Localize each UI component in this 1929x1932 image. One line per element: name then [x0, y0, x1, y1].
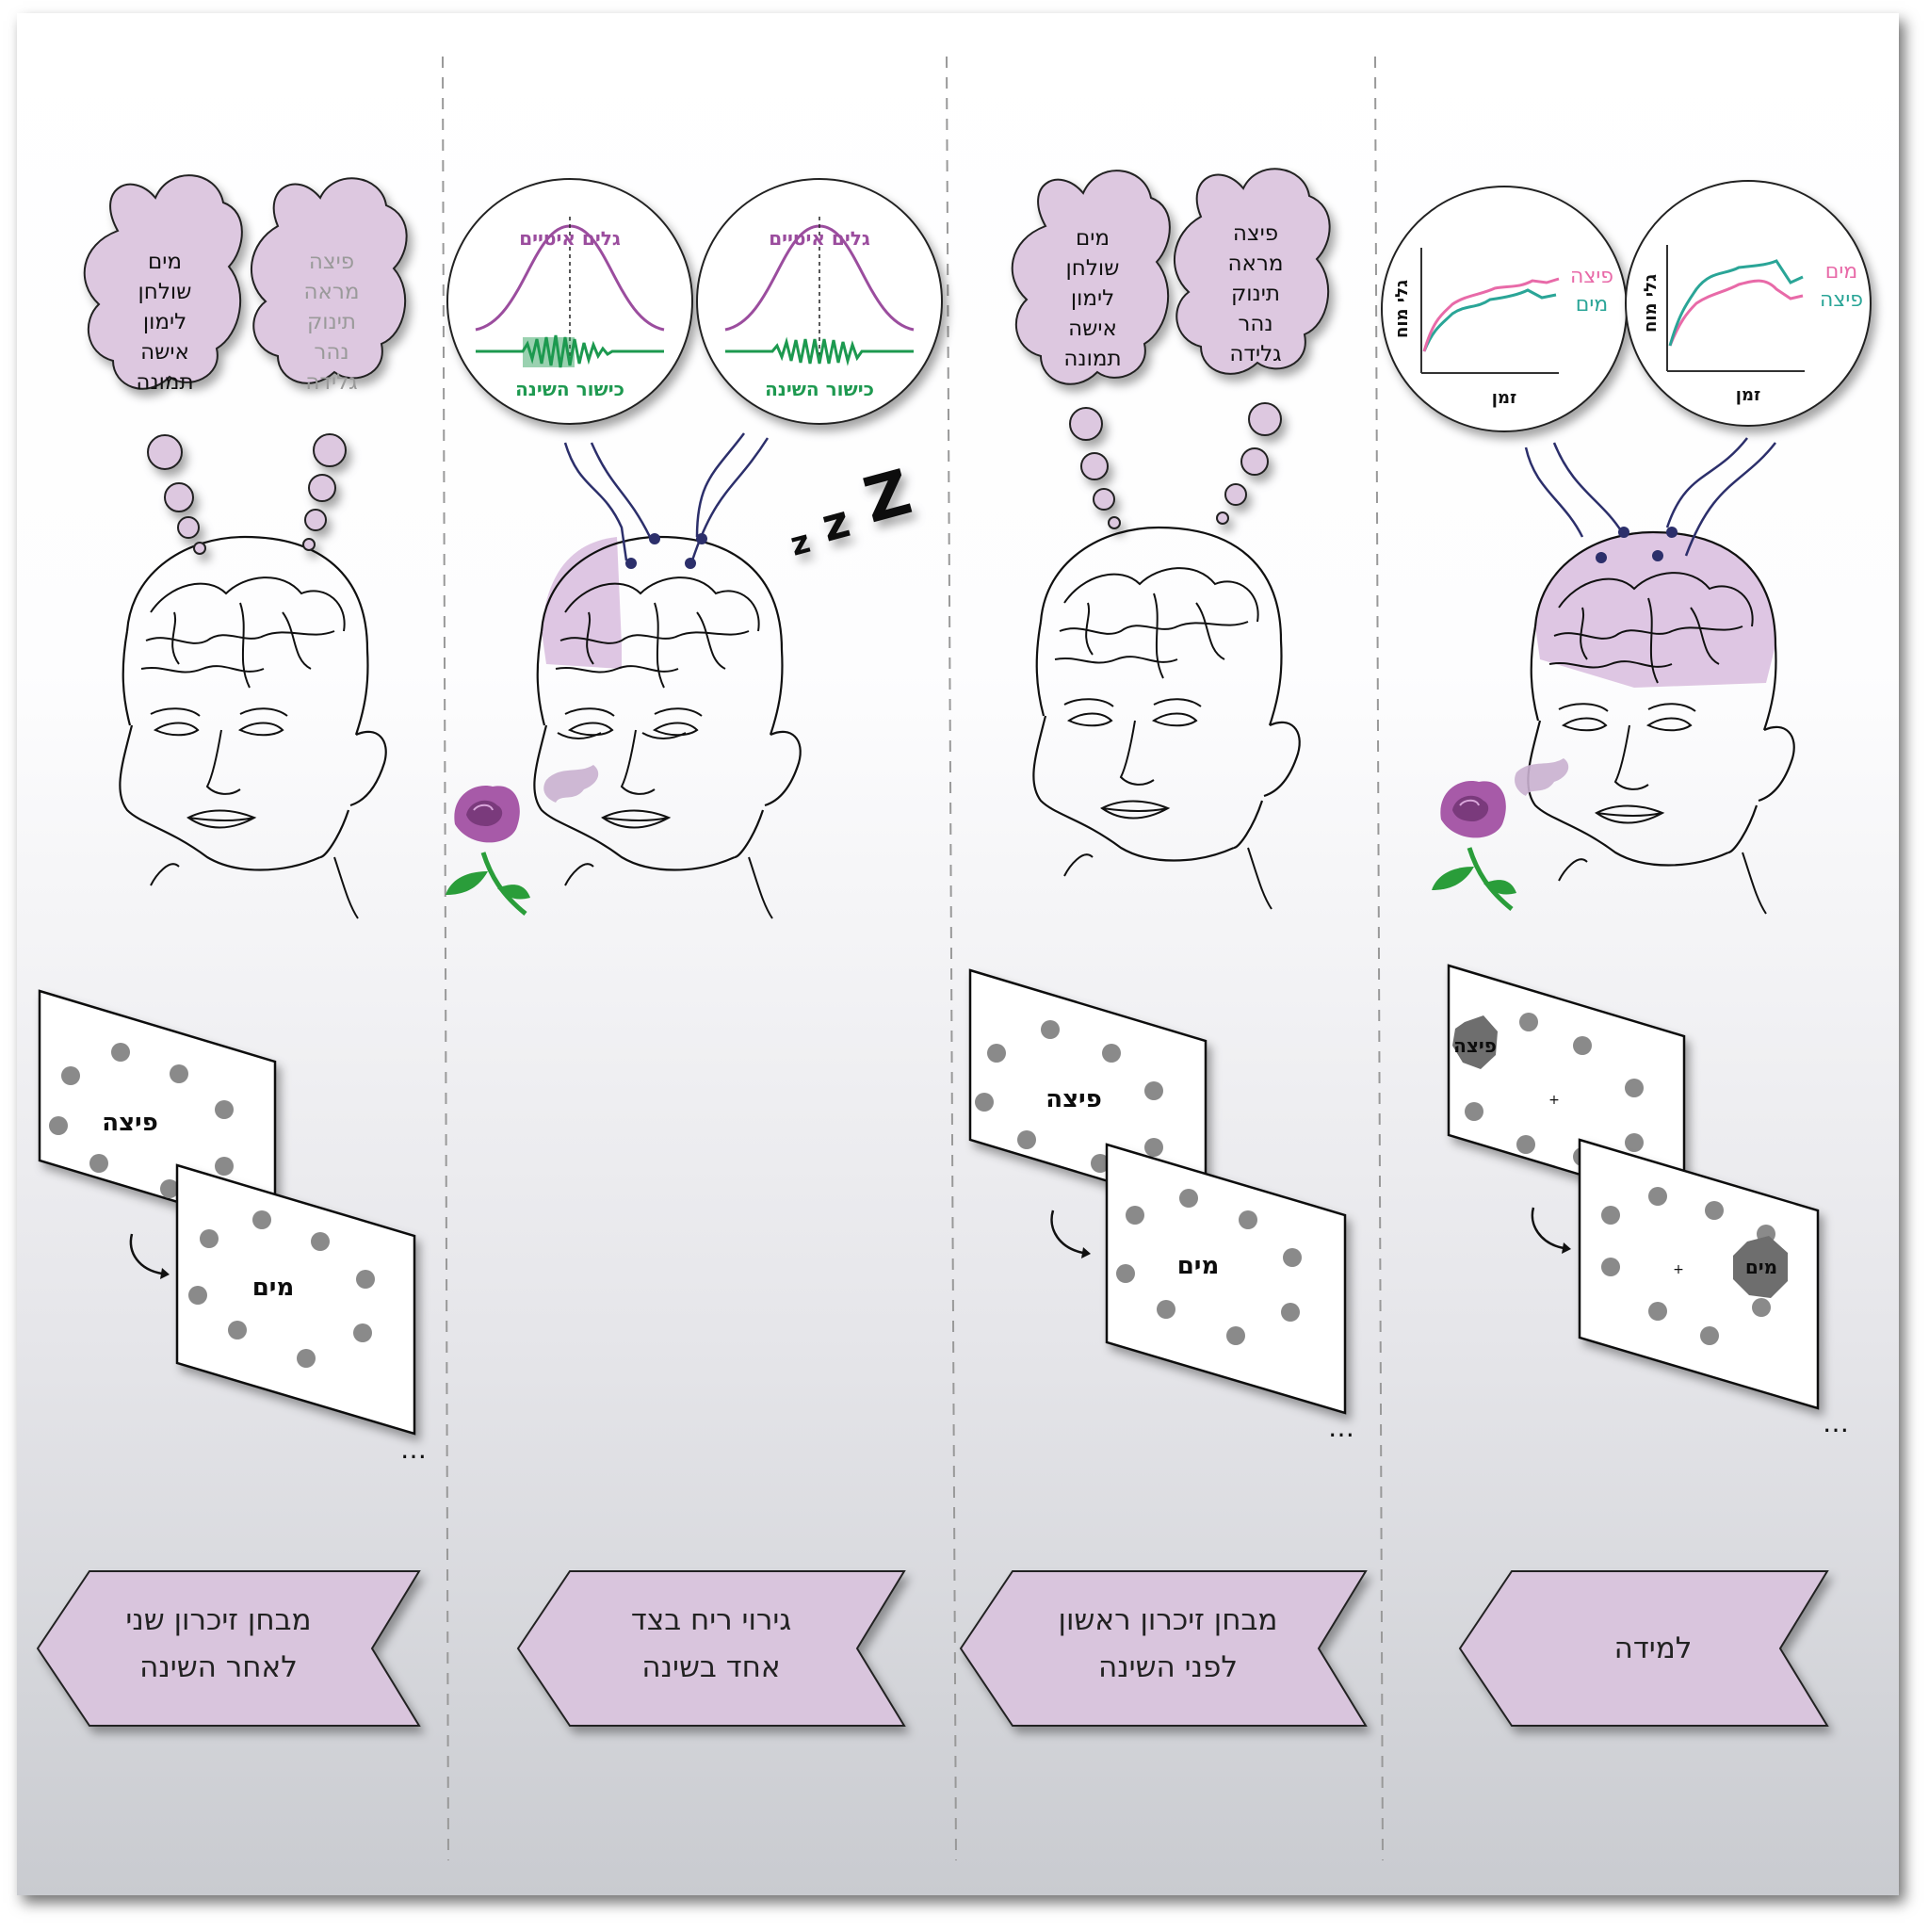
screen-test1-2: מים	[1105, 1143, 1347, 1415]
sleep-circle-right	[696, 178, 943, 425]
screen-test2-2: מים	[175, 1163, 416, 1436]
cloud-word: מראה	[1227, 252, 1283, 276]
sleep-circle-left	[446, 178, 693, 425]
odor-puff-icon	[543, 765, 599, 803]
graph-left-legend-1: פיצה	[1570, 265, 1613, 288]
cloud-word: מים	[148, 250, 182, 274]
screen-learning-2-word: מים	[1745, 1256, 1777, 1278]
screen-learning-2: מים +	[1578, 1138, 1820, 1410]
divider-3	[1374, 56, 1384, 1861]
graph-left-xlabel: זמן	[1492, 388, 1516, 408]
rose-icon	[446, 786, 530, 914]
brain-head-icon	[119, 535, 387, 920]
cloud-word: פיצה	[1233, 221, 1278, 246]
banner-odor-line-2: אחד בשינה	[641, 1650, 780, 1684]
graph-left-ylabel: גלי מוח	[1392, 280, 1412, 338]
banner-test1: מבחן זיכרון ראשון לפני השינה	[959, 1570, 1368, 1727]
screen-test2-2-word: מים	[252, 1274, 295, 1302]
cloud-test2-right-words: פיצה מראה תינוק נהר גלידה	[303, 250, 359, 395]
svg-text:+: +	[1673, 1262, 1684, 1277]
cloud-word: נהר	[314, 340, 349, 365]
sleep-circle-right-title: גלים איטיים	[769, 227, 870, 250]
brain-head-icon	[1032, 526, 1301, 911]
screen-test1-2-word: מים	[1177, 1252, 1220, 1280]
curved-arrow-icon	[1050, 1210, 1084, 1255]
zzz-2: z	[817, 495, 855, 552]
cloud-word: לימון	[143, 310, 186, 334]
curved-arrow-icon	[129, 1233, 163, 1275]
odor-puff-icon	[1515, 758, 1569, 796]
thought-bubbles-left	[1011, 170, 1171, 529]
graph-right-ylabel: גלי מוח	[1641, 274, 1661, 333]
sleep-circle-left-title: גלים איטיים	[519, 227, 621, 250]
cloud-word: פיצה	[309, 250, 354, 274]
screen-test1-1-word: פיצה	[1046, 1085, 1102, 1113]
cloud-word: תינוק	[307, 310, 356, 334]
curved-arrow-icon	[1531, 1207, 1564, 1250]
stage-odor: גלים איטיים כישור השינה גלים איטיים כישו…	[446, 178, 943, 920]
svg-text:…: …	[1328, 1412, 1354, 1443]
screen-learning-1: פיצה +	[1447, 964, 1686, 1208]
stage-test2: מים שולחן לימון אישה תמונה פיצה מראה תינ…	[38, 174, 427, 1465]
zzz-3: Z	[856, 456, 918, 538]
banner-learning-line-1: למידה	[1614, 1632, 1693, 1665]
cloud-word: אישה	[140, 340, 189, 365]
graph-circle-right	[1625, 180, 1872, 427]
stage-test1: מים שולחן לימון אישה תמונה פיצה מראה תינ…	[968, 168, 1354, 1443]
cloud-word: גלידה	[1229, 342, 1281, 366]
banner-test2-line-1: מבחן זיכרון שני	[125, 1603, 311, 1637]
cloud-word: תמונה	[136, 370, 193, 395]
cloud-test1-left-words: מים שולחן לימון אישה תמונה	[1063, 226, 1121, 371]
graph-right-legend-2: פיצה	[1820, 288, 1863, 312]
cloud-word: שולחן	[1066, 256, 1120, 281]
screen-learning-1-word: פיצה	[1453, 1034, 1497, 1057]
cloud-word: תינוק	[1231, 282, 1280, 306]
cloud-word: גלידה	[305, 370, 357, 395]
svg-text:…: …	[400, 1434, 427, 1465]
graph-left-legend-2: מים	[1576, 293, 1608, 317]
thought-bubbles-right	[251, 177, 408, 551]
brain-head-icon	[1527, 530, 1795, 916]
sleep-circle-left-subtitle: כישור השינה	[515, 378, 624, 400]
cloud-test1-right-words: פיצה מראה תינוק נהר גלידה	[1227, 221, 1283, 366]
thought-bubbles-right	[1174, 168, 1331, 525]
banner-odor-line-1: גירוי ריח בצד	[631, 1603, 791, 1637]
divider-1	[442, 56, 449, 1861]
cloud-word: מראה	[303, 280, 359, 304]
cloud-word: אישה	[1068, 317, 1117, 341]
banner-learning: למידה	[1458, 1570, 1829, 1727]
thought-bubbles-left	[83, 174, 243, 555]
graph-right-legend-1: מים	[1825, 260, 1857, 284]
screen-test2-1: פיצה	[38, 989, 277, 1233]
banner-test2-line-2: לאחר השינה	[139, 1650, 298, 1684]
divider-2	[946, 56, 957, 1861]
screen-test2-1-word: פיצה	[102, 1109, 158, 1137]
cloud-word: שולחן	[138, 280, 192, 304]
svg-text:+: +	[1548, 1093, 1560, 1108]
banner-test2: מבחן זיכרון שני לאחר השינה	[36, 1570, 421, 1727]
stage-learning: גלי מוח זמן פיצה מים גלי מוח זמן מים פיצ…	[1381, 180, 1872, 1438]
rose-icon	[1432, 781, 1516, 909]
zzz-1: z	[786, 523, 814, 564]
banner-test1-line-1: מבחן זיכרון ראשון	[1059, 1603, 1278, 1637]
svg-text:…: …	[1823, 1407, 1849, 1438]
cloud-word: מים	[1076, 226, 1110, 251]
cloud-word: נהר	[1238, 312, 1272, 336]
cloud-word: לימון	[1071, 286, 1114, 311]
brain-head-icon	[533, 535, 802, 920]
graph-right-xlabel: זמן	[1736, 385, 1760, 405]
banner-test1-line-2: לפני השינה	[1098, 1650, 1238, 1684]
cloud-test2-left-words: מים שולחן לימון אישה תמונה	[136, 250, 193, 395]
banner-odor: גירוי ריח בצד אחד בשינה	[516, 1570, 906, 1727]
cloud-word: תמונה	[1063, 347, 1121, 371]
sleep-circle-right-subtitle: כישור השינה	[765, 378, 874, 400]
